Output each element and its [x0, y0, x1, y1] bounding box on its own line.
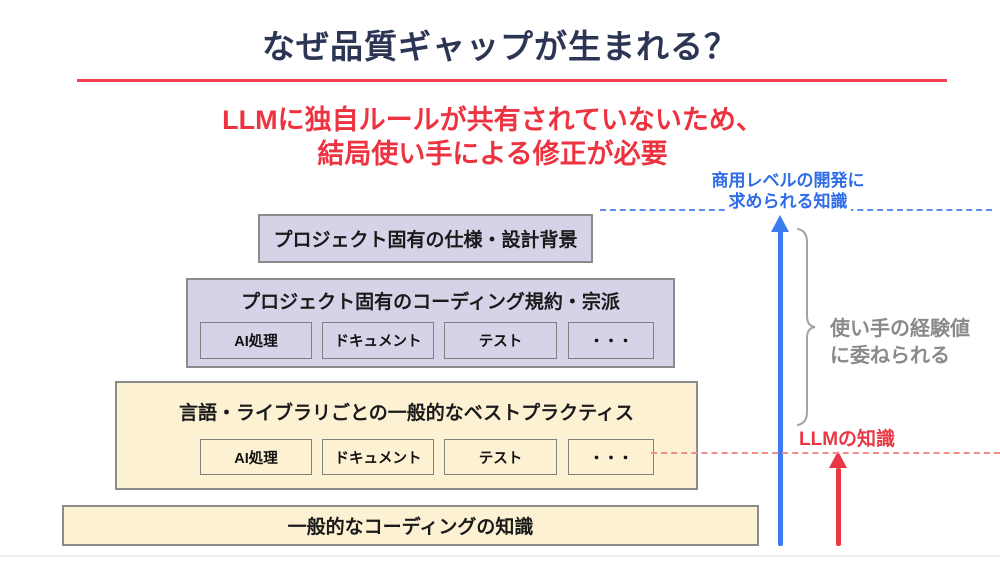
commercial-level-line2: 求められる知識 — [725, 192, 851, 211]
commercial-knowledge-arrow-shaft — [778, 230, 783, 546]
stack-layer-project-spec: プロジェクト固有の仕様・設計背景 — [258, 214, 593, 263]
commercial-knowledge-arrow-head — [771, 215, 789, 232]
user-experience-line2: に委ねられる — [830, 345, 950, 367]
sub-item-ellipsis: ・・・ — [568, 322, 654, 359]
sub-item-ai: AI処理 — [200, 322, 312, 359]
sub-item-ai: AI処理 — [200, 439, 312, 475]
user-experience-label: 使い手の経験値 に委ねられる — [830, 316, 970, 370]
layer-label: プロジェクト固有の仕様・設計背景 — [273, 230, 578, 251]
title-underline — [77, 79, 947, 82]
user-experience-line1: 使い手の経験値 — [830, 318, 970, 340]
cause-heading: LLMに独自ルールが共有されていないため、 結局使い手による修正が必要 — [0, 103, 985, 171]
sub-item-test: テスト — [444, 322, 557, 359]
sub-item-ellipsis: ・・・ — [568, 439, 654, 475]
cause-heading-line2: 結局使い手による修正が必要 — [317, 139, 668, 169]
sub-item-document: ドキュメント — [322, 322, 434, 359]
layer-label: プロジェクト固有のコーディング規約・宗派 — [241, 292, 620, 313]
sub-item-test: テスト — [444, 439, 557, 475]
page-title: なぜ品質ギャップが生まれる？ — [262, 28, 738, 65]
llm-knowledge-arrow-head — [829, 451, 847, 468]
llm-knowledge-arrow-shaft — [836, 468, 841, 546]
layer-label: 一般的なコーディングの知識 — [287, 517, 534, 538]
layer-label: 言語・ライブラリごとの一般的なベストプラクティス — [178, 403, 635, 424]
sub-item-document: ドキュメント — [322, 439, 434, 475]
stack-layer-project-rules: プロジェクト固有のコーディング規約・宗派 AI処理 ドキュメント テスト ・・・ — [186, 278, 675, 368]
experience-brace-icon — [797, 228, 816, 426]
llm-knowledge-label: LLMの知識 — [799, 429, 896, 450]
llm-knowledge-dashed-line — [651, 452, 1000, 454]
cause-heading-line1: LLMに独自ルールが共有されていないため、 — [222, 105, 763, 135]
stack-layer-best-practices: 言語・ライブラリごとの一般的なベストプラクティス AI処理 ドキュメント テスト… — [115, 381, 698, 490]
commercial-level-label: 商用レベルの開発に 求められる知識 — [663, 170, 913, 212]
commercial-level-line1: 商用レベルの開発に — [711, 171, 865, 190]
slide-bottom-divider — [0, 555, 1000, 557]
stack-layer-general-coding: 一般的なコーディングの知識 — [62, 505, 759, 546]
